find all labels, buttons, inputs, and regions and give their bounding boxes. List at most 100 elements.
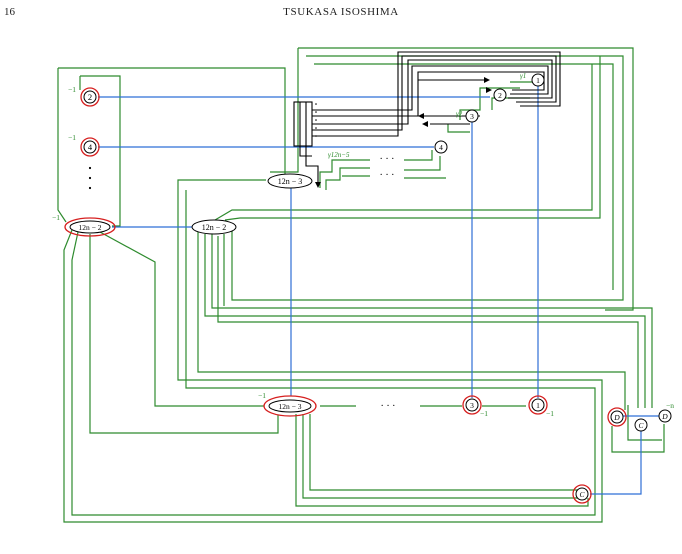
node-4-left — [83, 140, 97, 154]
node-3-top — [465, 109, 479, 123]
green-curve — [295, 414, 589, 507]
red-ring — [80, 87, 100, 107]
arrowhead — [422, 121, 428, 127]
ellipsis: · · · — [380, 154, 395, 165]
weight-label: −1 — [258, 391, 266, 400]
green-curve — [197, 232, 626, 410]
arrowhead — [484, 77, 490, 83]
node-label: C — [638, 421, 644, 430]
green-curve — [302, 414, 584, 499]
green-curve — [80, 75, 121, 227]
blue-curve — [590, 424, 642, 495]
red-ring — [462, 395, 482, 415]
red-ring — [607, 407, 627, 427]
green-curve — [57, 68, 67, 223]
green-curve — [224, 56, 601, 221]
node-1-bottom — [531, 398, 545, 412]
node-D-red — [610, 410, 624, 424]
node-12n-3-mid — [267, 173, 313, 189]
red-ring — [80, 137, 100, 157]
weight-label: −1 — [68, 133, 76, 142]
green-curve — [404, 156, 441, 171]
node-label: 3 — [470, 401, 474, 410]
green-curves — [57, 47, 665, 523]
black-curve — [312, 71, 545, 117]
green-curve — [214, 64, 593, 221]
green-curve — [58, 67, 286, 178]
node-label: 12n − 3 — [279, 402, 302, 411]
node-label: 12n − 2 — [79, 223, 102, 232]
node-12n-2-mid — [191, 219, 237, 235]
green-curve — [99, 231, 264, 407]
gamma-label: γ1 — [520, 72, 526, 80]
green-curve — [298, 47, 634, 311]
green-curve — [447, 124, 470, 133]
ellipsis: · · · — [380, 170, 395, 181]
green-curve — [611, 424, 665, 453]
node-label: 4 — [88, 142, 93, 152]
gamma-label: γ12n−5 — [328, 151, 350, 159]
node-label: C — [579, 490, 585, 499]
red-ring — [528, 395, 548, 415]
black-curve — [312, 51, 561, 137]
black-curve — [312, 55, 557, 131]
node-label: 2 — [498, 91, 502, 100]
nodes — [69, 73, 672, 501]
weight-label: −1 — [480, 409, 488, 418]
green-curve — [404, 150, 433, 161]
node-2-top — [493, 88, 507, 102]
green-curve — [71, 190, 596, 516]
running-title: TSUKASA ISOSHIMA — [283, 6, 399, 18]
node-1-top — [531, 73, 545, 87]
weight-label: −n — [666, 401, 674, 410]
black-box — [293, 101, 313, 147]
node-C-small — [634, 418, 648, 432]
green-curve — [459, 87, 520, 120]
green-curve — [627, 405, 662, 441]
green-curve — [325, 167, 370, 190]
green-curve — [204, 234, 646, 408]
black-curve — [312, 65, 549, 111]
node-label: D — [613, 413, 620, 422]
node-2-left — [83, 90, 97, 104]
red-ring — [572, 484, 592, 504]
page-header: 16 TSUKASA ISOSHIMA — [0, 6, 682, 24]
green-curve — [89, 234, 279, 434]
black-curve — [299, 146, 312, 157]
arrowhead — [418, 113, 424, 119]
node-D-plain — [658, 409, 672, 423]
node-12n-3-bottom — [268, 399, 312, 413]
gamma-label: γ2 — [456, 110, 463, 118]
weight-label: −1 — [546, 409, 554, 418]
page-number: 16 — [4, 6, 15, 18]
arrowheads — [315, 77, 492, 188]
green-curve — [217, 236, 639, 408]
blue-curves — [98, 86, 660, 495]
node-label: 12n − 2 — [202, 223, 227, 232]
red-ring — [263, 395, 317, 417]
node-label: 4 — [439, 143, 443, 152]
black-curves — [293, 51, 561, 186]
arrowhead — [315, 182, 321, 188]
node-4-top — [434, 140, 448, 154]
node-label: 2 — [88, 92, 92, 102]
framing-rings — [64, 87, 627, 504]
node-label: 3 — [470, 112, 474, 121]
node-label: 12n − 3 — [278, 177, 303, 186]
green-curve — [314, 63, 614, 290]
black-curve — [312, 59, 553, 125]
node-label: 1 — [536, 76, 540, 85]
node-label: 1 — [536, 401, 540, 410]
ellipsis: · · · — [381, 401, 396, 412]
arrowhead — [486, 87, 492, 93]
node-3-bottom — [465, 398, 479, 412]
node-label: D — [661, 412, 668, 421]
red-ring — [64, 217, 116, 237]
node-12n-2-left — [69, 220, 111, 234]
weight-label: −1 — [68, 85, 76, 94]
green-curve — [309, 414, 578, 491]
node-C-bottom — [575, 487, 589, 501]
green-curve — [270, 48, 299, 173]
green-curve — [63, 179, 603, 523]
